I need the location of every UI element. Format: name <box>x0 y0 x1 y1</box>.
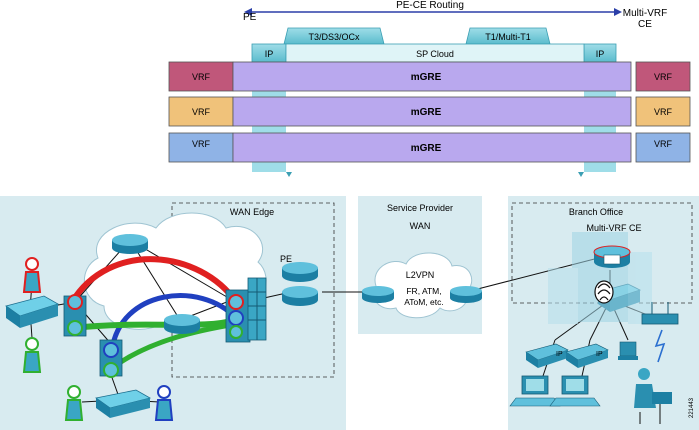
arrow-left-icon <box>244 8 252 16</box>
band-tick-right <box>578 172 584 177</box>
pe-label-bottom: PE <box>280 254 292 264</box>
pc-icon <box>509 375 561 407</box>
firewall-icon <box>247 277 267 341</box>
ip-phone-label: IP <box>556 351 563 358</box>
pe-label-top: PE <box>243 12 257 23</box>
vrf-label: VRF <box>192 107 211 117</box>
sp-router-icon <box>450 286 482 303</box>
branch-ce-label: Multi-VRF CE <box>586 223 641 233</box>
l2vpn-sub1: FR, ATM, <box>406 286 441 296</box>
user-icon-blue-bottom <box>154 385 174 421</box>
vrf-label: VRF <box>192 139 211 149</box>
vrf-box-left <box>168 61 234 92</box>
user-icon-green-bottom <box>64 385 84 421</box>
l2vpn-sub2: AToM, etc. <box>404 297 444 307</box>
sp-router-icon <box>362 286 394 303</box>
access-switch-left <box>5 295 59 328</box>
mgre-label: mGRE <box>411 107 442 118</box>
vrf-label: VRF <box>192 72 211 82</box>
tab-t3-ds3-label: T3/DS3/OCx <box>308 32 360 42</box>
ip-label-right: IP <box>596 49 605 59</box>
mgre-tunnel <box>232 132 632 163</box>
top-architecture: PE-CE Routing PE Multi-VRF CE T3/DS3/OCx… <box>168 0 691 177</box>
vrf-path-red <box>69 256 239 304</box>
fingerprint-icon <box>594 280 614 304</box>
tab-t1-multi-label: T1/Multi-T1 <box>485 32 531 42</box>
band-tick-left <box>286 172 292 177</box>
mgre-tunnel <box>232 61 632 92</box>
vrf-box-right <box>635 96 691 127</box>
vrf-row-2: VRF mGRE VRF <box>168 96 691 127</box>
user-icon-green <box>22 337 42 373</box>
vrf-label: VRF <box>654 72 673 82</box>
mgre-label: mGRE <box>411 72 442 83</box>
vrf-row-3: VRF mGRE VRF <box>168 132 691 163</box>
branch-building-icon <box>548 232 652 324</box>
pc-icon <box>549 375 601 407</box>
distribution-switch-bottom <box>99 339 123 378</box>
vrf-box-right <box>635 61 691 92</box>
distribution-switch-left <box>63 294 87 337</box>
multi-vrf-ce-label-line1: Multi-VRF <box>623 8 667 19</box>
sp-title-line2: WAN <box>410 221 431 231</box>
vrf-path-green-2 <box>110 321 237 371</box>
wireless-user-icon <box>634 368 672 424</box>
vrf-label: VRF <box>654 139 673 149</box>
sp-cloud-label: SP Cloud <box>416 49 454 59</box>
router-icon <box>112 234 148 254</box>
router-icon <box>164 314 200 334</box>
wan-edge-switch <box>225 289 251 343</box>
vrf-row-1: VRF mGRE VRF <box>168 61 691 92</box>
multi-vrf-ce-label-line2: CE <box>638 19 652 30</box>
branch-ce-router-icon <box>593 245 631 268</box>
branch-office-label: Branch Office <box>569 207 623 217</box>
pe-router-icon <box>282 262 318 306</box>
terminal-icon <box>618 341 638 360</box>
ip-phone-label: IP <box>596 351 603 358</box>
mgre-label: mGRE <box>411 143 442 154</box>
l2vpn-label: L2VPN <box>406 270 435 280</box>
ip-phone-icon: IP <box>565 343 609 368</box>
vrf-label: VRF <box>654 107 673 117</box>
user-icon-red <box>22 257 42 293</box>
vrf-box-right <box>635 132 691 163</box>
figure-id: 221443 <box>689 397 695 418</box>
sp-title-line1: Service Provider <box>387 203 453 213</box>
vrf-path-blue <box>109 293 238 351</box>
wireless-ap-icon <box>641 302 679 325</box>
ip-label-left: IP <box>265 49 274 59</box>
access-switch-bottom <box>95 389 152 418</box>
ip-phone-icon: IP <box>525 343 569 368</box>
vrf-box-left <box>168 132 234 163</box>
mgre-tunnel <box>232 96 632 127</box>
wan-edge-label: WAN Edge <box>230 207 274 217</box>
wireless-bolt-icon <box>654 329 666 363</box>
routing-label: PE-CE Routing <box>396 0 464 11</box>
arrow-right-icon <box>614 8 622 16</box>
